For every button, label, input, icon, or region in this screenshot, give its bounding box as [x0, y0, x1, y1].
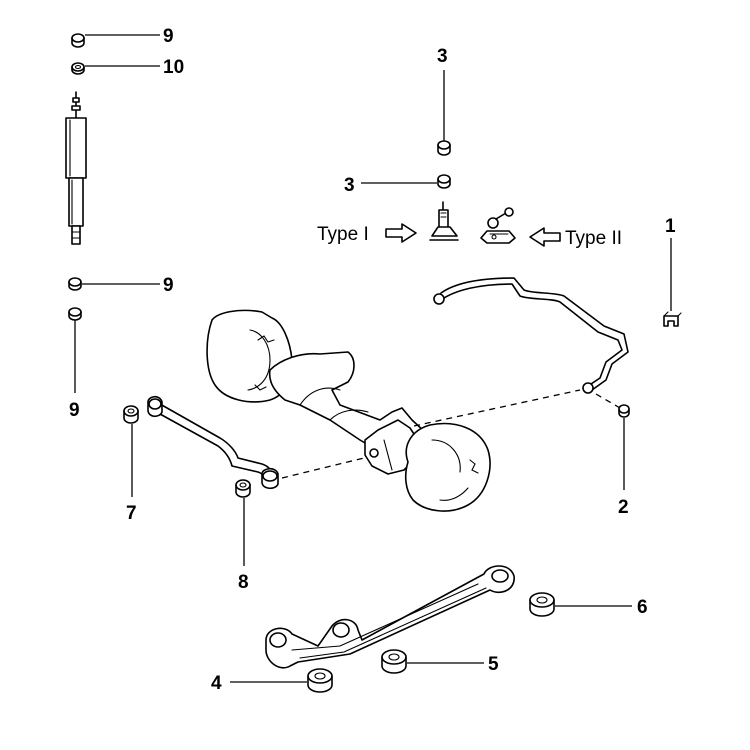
axle-housing	[206, 309, 491, 512]
bushing-part-4	[307, 668, 333, 693]
callout-10: 10	[163, 57, 184, 78]
link-nut-part-3-top	[437, 140, 451, 156]
bushing-part-9-top	[71, 33, 85, 48]
stabilizer-link-type-i	[429, 201, 459, 241]
callout-4: 4	[211, 673, 222, 694]
link-bushing-part-3-side	[437, 174, 451, 189]
callout-1: 1	[665, 216, 676, 237]
type-ii-label: Type II	[565, 228, 622, 249]
arrow-right-icon	[385, 223, 417, 243]
arrow-left-icon	[529, 227, 561, 247]
callout-2: 2	[618, 497, 629, 518]
type-i-label: Type I	[317, 224, 369, 245]
bushing-part-6	[529, 592, 555, 617]
dashed-line-rod-to-axle	[281, 457, 365, 479]
callout-5: 5	[488, 654, 499, 675]
dashed-line-axle-to-bar	[413, 389, 581, 427]
callout-9-mid: 9	[163, 275, 174, 296]
bushing-part-5	[381, 649, 407, 674]
dashed-line-bar-to-nut	[595, 393, 621, 409]
stabilizer-bar	[433, 277, 629, 394]
stabilizer-link-type-ii	[480, 207, 516, 244]
bushing-part-9-mid	[68, 277, 82, 291]
nut-part-2	[618, 404, 630, 418]
clip-part-1	[663, 311, 682, 327]
bushing-part-7	[123, 405, 139, 424]
callout-6: 6	[637, 597, 648, 618]
bushing-part-8	[235, 479, 251, 498]
bushing-part-9-low	[68, 307, 82, 321]
callout-9-low: 9	[69, 400, 80, 421]
shock-absorber	[65, 91, 87, 245]
callout-3-top: 3	[437, 46, 448, 67]
callout-7: 7	[126, 503, 137, 524]
lateral-control-rod	[147, 395, 279, 490]
washer-part-10	[71, 62, 85, 75]
callout-3-side: 3	[344, 175, 355, 196]
callout-9-top: 9	[163, 26, 174, 47]
callout-8: 8	[238, 572, 249, 593]
lower-control-arm	[265, 565, 515, 669]
